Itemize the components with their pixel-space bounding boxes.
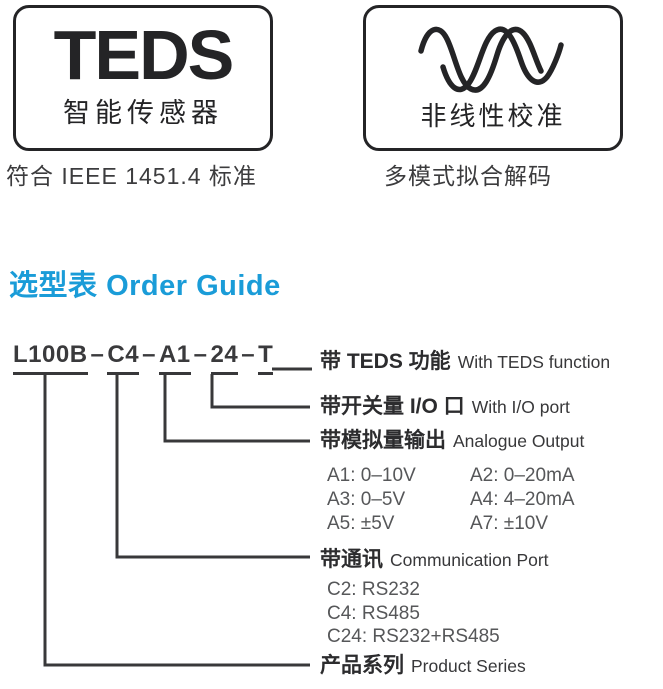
- analogue-option: A7: ±10V: [470, 513, 549, 534]
- branch-label-teds-en: With TEDS function: [457, 352, 611, 372]
- code-segment-analogue: A1: [158, 341, 191, 375]
- connector-analogue: [163, 374, 310, 443]
- branch-label-comm: 带通讯 Communication Port: [320, 547, 549, 573]
- analogue-option: A3: 0–5V: [327, 489, 406, 510]
- branch-label-io-port: 带开关量 I/O 口 With I/O port: [320, 394, 570, 420]
- branch-label-series: 产品系列 Product Series: [320, 653, 526, 679]
- branch-label-analogue-zh: 带模拟量输出: [320, 429, 446, 452]
- connector-series: [43, 374, 310, 667]
- code-separator: –: [241, 341, 256, 368]
- wave-curve-2: [440, 26, 564, 93]
- nonlinear-badge: 非线性校准: [363, 5, 623, 151]
- branch-label-comm-zh: 带通讯: [320, 548, 383, 571]
- order-code: L100B–C4–A1–24–T: [13, 340, 274, 375]
- branch-label-teds: 带 TEDS 功能 With TEDS function: [320, 349, 610, 375]
- analogue-option: A4: 4–20mA: [470, 489, 575, 510]
- code-separator: –: [142, 341, 156, 368]
- code-segment-teds: T: [258, 341, 274, 375]
- teds-badge: TEDS 智能传感器: [13, 5, 273, 151]
- branch-label-analogue: 带模拟量输出 Analogue Output: [320, 428, 584, 454]
- branch-label-series-en: Product Series: [411, 656, 526, 676]
- analogue-option: A5: ±5V: [327, 513, 395, 534]
- code-separator: –: [90, 341, 105, 368]
- teds-badge-title: TEDS: [53, 16, 235, 94]
- branch-label-comm-en: Communication Port: [390, 550, 549, 570]
- order-guide-heading: 选型表 Order Guide: [9, 269, 281, 303]
- connector-io-port: [210, 374, 310, 409]
- comm-options-list: C2: RS232 C4: RS485 C24: RS232+RS485: [327, 578, 500, 649]
- code-segment-series: L100B: [13, 341, 88, 375]
- code-segment-comm: C4: [107, 341, 140, 375]
- comm-option: C24: RS232+RS485: [327, 626, 500, 648]
- order-guide-heading-en: Order Guide: [106, 270, 281, 302]
- branch-label-series-zh: 产品系列: [320, 654, 404, 677]
- branch-label-io-zh: 带开关量 I/O 口: [320, 395, 465, 418]
- nonlinear-waves-icon: [418, 26, 564, 93]
- branch-label-teds-zh: 带 TEDS 功能: [320, 350, 451, 373]
- comm-option: C2: RS232: [327, 579, 420, 600]
- wave-curve-1: [418, 26, 544, 93]
- code-separator: –: [193, 341, 208, 368]
- branch-label-analogue-en: Analogue Output: [453, 431, 585, 451]
- nonlinear-caption: 多模式拟合解码: [384, 163, 552, 189]
- branch-label-io-en: With I/O port: [471, 397, 570, 417]
- comm-option: C4: RS485: [327, 602, 420, 624]
- analogue-options-list: A1: 0–10V A2: 0–20mA A3: 0–5V A4: 4–20mA…: [327, 464, 575, 536]
- teds-caption: 符合 IEEE 1451.4 标准: [6, 163, 257, 189]
- nonlinear-badge-subtitle: 非线性校准: [420, 101, 566, 131]
- code-segment-io: 24: [210, 341, 239, 375]
- analogue-option: A2: 0–20mA: [470, 465, 575, 486]
- connector-comm: [115, 374, 310, 559]
- analogue-option: A1: 0–10V: [327, 465, 416, 486]
- order-guide-heading-zh: 选型表: [9, 270, 98, 302]
- teds-badge-subtitle: 智能传感器: [63, 98, 223, 128]
